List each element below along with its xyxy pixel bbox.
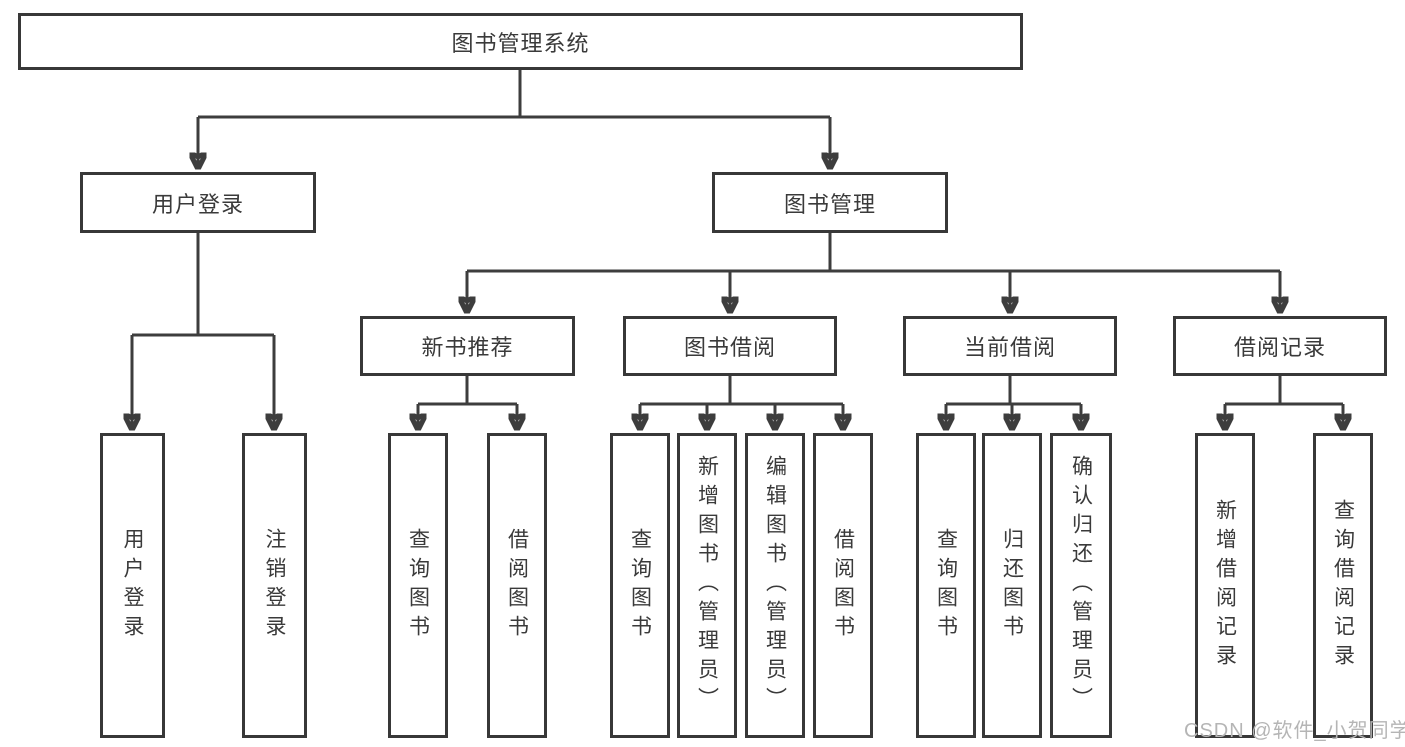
leaf-label: 查询借阅记录 [1331,498,1355,673]
leaf-confirm-return-admin: 确认归还（管理员） [1050,433,1112,738]
leaf-label: 新增图书（管理员） [695,455,719,716]
leaf-label: 查询图书 [406,527,430,644]
leaf-label: 编辑图书（管理员） [763,455,787,716]
leaf-label: 用户登录 [121,527,144,644]
connector-book-management-to-level3 [467,233,1280,312]
leaf-user-login: 用户登录 [100,433,165,738]
node-label: 借阅记录 [1233,335,1326,360]
leaf-label: 查询图书 [628,527,652,644]
node-current-borrowing: 当前借阅 [903,316,1117,376]
leaf-query-books-current: 查询图书 [916,433,976,738]
node-label: 图书借阅 [683,335,776,360]
node-label: 图书管理系统 [451,30,590,56]
leaf-label: 借阅图书 [831,527,855,644]
node-book-borrowing: 图书借阅 [623,316,837,376]
leaf-borrow-books: 借阅图书 [813,433,873,738]
leaf-label: 借阅图书 [505,527,529,644]
leaf-label: 新增借阅记录 [1213,498,1237,673]
node-user-login: 用户登录 [80,172,316,233]
connector-user-login-to-leaves [132,233,274,429]
connector-book-borrowing-to-leaves [640,376,843,429]
leaf-return-books: 归还图书 [982,433,1042,738]
connector-new-book-recommendation-to-leaves [418,376,517,429]
node-label: 新书推荐 [421,335,514,360]
leaf-logout: 注销登录 [242,433,307,738]
connector-root-to-level2 [198,70,830,168]
node-new-book-recommendation: 新书推荐 [360,316,575,376]
leaf-edit-book-admin: 编辑图书（管理员） [745,433,805,738]
node-book-management: 图书管理 [712,172,948,233]
node-library-management-system: 图书管理系统 [18,13,1023,70]
leaf-borrow-books-recommend: 借阅图书 [487,433,547,738]
node-borrowing-records: 借阅记录 [1173,316,1387,376]
node-label: 当前借阅 [963,335,1056,360]
leaf-label: 查询图书 [934,527,958,644]
leaf-query-borrow-record: 查询借阅记录 [1313,433,1373,738]
csdn-watermark: CSDN @软件_小贺同学 [1184,720,1405,742]
leaf-label: 注销登录 [263,527,286,644]
node-label: 用户登录 [151,191,244,217]
leaf-query-books-recommend: 查询图书 [388,433,448,738]
connector-current-borrowing-to-leaves [946,376,1081,429]
connector-borrowing-records-to-leaves [1225,376,1343,429]
leaf-label: 确认归还（管理员） [1069,455,1093,716]
leaf-add-borrow-record: 新增借阅记录 [1195,433,1255,738]
leaf-query-books-borrowing: 查询图书 [610,433,670,738]
leaf-label: 归还图书 [1000,527,1024,644]
leaf-add-book-admin: 新增图书（管理员） [677,433,737,738]
node-label: 图书管理 [783,191,876,217]
